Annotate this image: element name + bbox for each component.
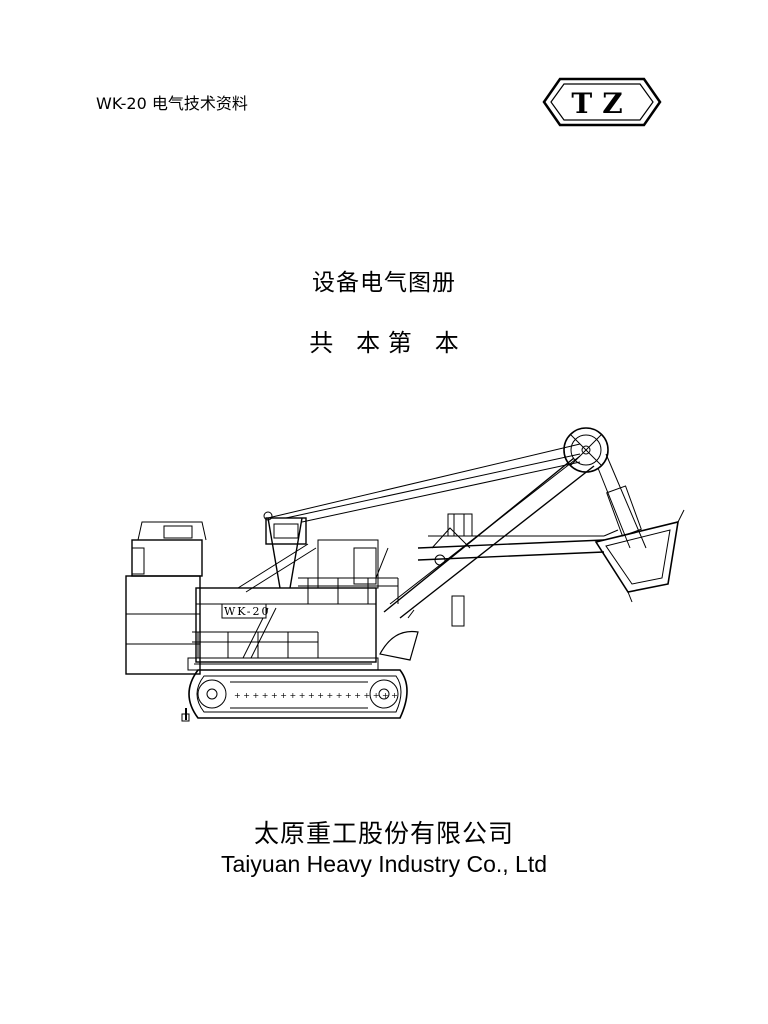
electric-mining-shovel-illustration: + + + + + + + + + + + + + + + + + + xyxy=(125,427,685,722)
logo-text: TZ xyxy=(571,87,632,120)
document-label: WK-20 电气技术资料 xyxy=(96,94,248,113)
svg-text:+ + + + + + + + + + + + + + +: + + + + + + + + + + + + + + + + + + xyxy=(234,691,398,700)
gantry xyxy=(263,511,307,589)
model-label: WK-20 xyxy=(224,605,270,618)
page-title: 设备电气图册 xyxy=(312,270,456,296)
dipper-handle xyxy=(417,513,605,566)
volume-indicator: 共 本 第 本 xyxy=(309,329,459,357)
machinery-house xyxy=(125,521,399,675)
boom xyxy=(379,455,595,661)
company-name-chinese: 太原重工股份有限公司 xyxy=(253,819,514,848)
dipper-bucket xyxy=(594,485,685,603)
company-name-english: Taiyuan Heavy Industry Co., Ltd xyxy=(221,851,547,877)
model-plate xyxy=(221,603,267,619)
tz-logo-icon: TZ xyxy=(542,77,662,127)
boom-sheave xyxy=(563,427,609,473)
crawler-track: + + + + + + + + + + + + + + + + + + xyxy=(181,669,408,722)
